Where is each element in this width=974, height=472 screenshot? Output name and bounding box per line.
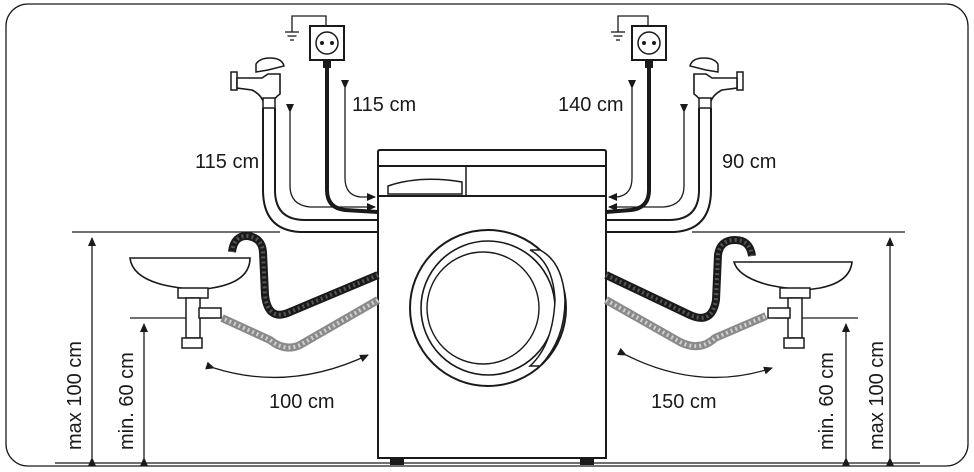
water-tap-icon-right	[689, 57, 744, 109]
ground-symbol-icon-right	[611, 15, 649, 41]
drain-length-arrow-left	[205, 354, 369, 379]
right-drain-length-label: 150 cm	[651, 391, 717, 413]
left-cable-length-label: 115 cm	[352, 94, 416, 116]
washing-machine-icon	[377, 149, 607, 465]
hose-length-arrow-left	[286, 104, 376, 211]
drain-hose-dark-left	[228, 231, 380, 319]
power-socket-icon-left	[309, 25, 345, 68]
right-cable-length-label: 140 cm	[558, 94, 624, 116]
water-tap-icon-left	[230, 57, 285, 109]
left-max-height-label: max 100 cm	[64, 341, 86, 450]
diagram-frame	[5, 3, 969, 467]
power-cable-left	[325, 68, 379, 214]
hose-length-arrow-right	[608, 104, 688, 211]
sink-icon-left	[129, 257, 251, 349]
drain-hose-grey-right	[604, 296, 768, 351]
ground-symbol-icon-left	[285, 15, 327, 41]
inlet-hose-right	[606, 108, 712, 233]
right-max-height-label: max 100 cm	[866, 341, 888, 450]
sink-icon-right	[732, 261, 853, 349]
drain-hose-dark-right	[604, 235, 756, 322]
left-min-height-label: min. 60 cm	[116, 352, 138, 450]
left-drain-length-label: 100 cm	[269, 391, 335, 413]
power-cable-right	[605, 68, 651, 214]
power-socket-icon-right	[631, 25, 667, 68]
inlet-hose-left	[262, 108, 378, 233]
right-hose-length-label: 90 cm	[722, 151, 776, 173]
right-min-height-label: min. 60 cm	[816, 352, 838, 450]
drain-length-arrow-right	[617, 347, 773, 379]
left-hose-length-label: 115 cm	[195, 151, 259, 173]
